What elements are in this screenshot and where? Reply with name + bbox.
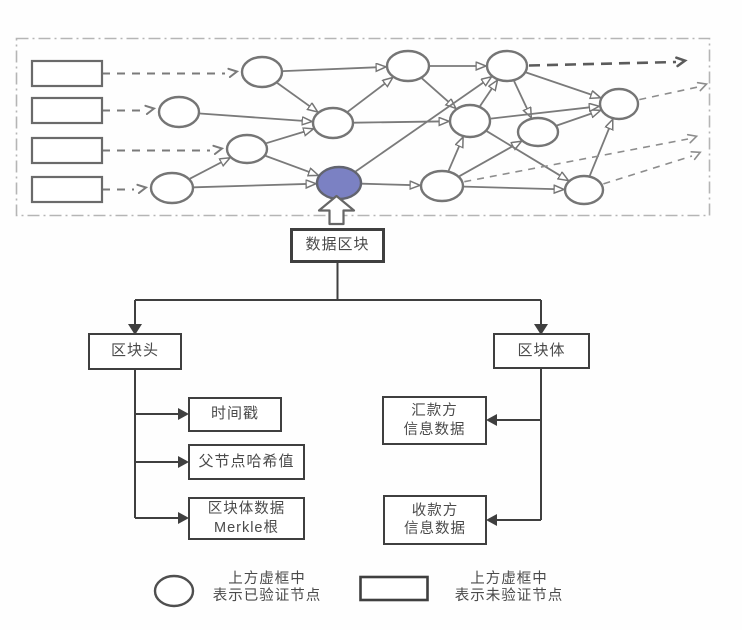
dag-node-k [419, 169, 465, 203]
sender-info-line2: 信息数据 [403, 421, 466, 438]
arrowhead-to-header [128, 324, 142, 335]
dag-edge-c-e [266, 129, 313, 145]
dag-node-f [385, 49, 431, 83]
block-header-label: 区块头 [110, 342, 159, 360]
arrowhead-to-parent-hash [178, 456, 189, 468]
dag-exit-link-j [639, 86, 699, 101]
legend-verified-text: 上方虚框中 表示已验证节点 [206, 571, 328, 604]
legend-unverified-text: 上方虚框中 表示未验证节点 [446, 571, 572, 604]
arrowhead-to-body [534, 324, 548, 335]
dag-node-l [563, 174, 605, 206]
dag-exit-arrow-k [686, 133, 699, 144]
legend-unverified-line1: 上方虚框中 [470, 571, 548, 587]
dag-exit-link-g [528, 60, 677, 67]
dag-entry-arrow-r2 [144, 104, 157, 115]
data-block-label: 数据区块 [305, 236, 370, 254]
dag-edge-b-e [199, 112, 312, 122]
block-body-label: 区块体 [517, 341, 566, 359]
dag-edge-e-h [353, 121, 449, 122]
arrowhead-to-sender [486, 414, 497, 426]
merkle-root-label-line2: Merkle根 [213, 519, 279, 536]
sender-info-line1: 汇款方 [411, 403, 458, 420]
block-up-arrow [317, 194, 356, 226]
legend-verified-ellipse [153, 574, 195, 608]
dag-edge-f-h [421, 77, 456, 108]
block-header-box: 区块头 [88, 333, 182, 370]
dag-graph [15, 37, 711, 217]
dag-node-h [448, 103, 492, 139]
tree-trunk-lines [134, 263, 542, 521]
merkle-root-label-line1: 区块体数据 [207, 501, 286, 518]
dag-node-e [311, 106, 355, 140]
dag-edge-k-i [458, 142, 521, 177]
dag-node-g [485, 49, 529, 83]
merkle-root-box: 区块体数据 Merkle根 [188, 497, 305, 540]
dag-node-i [516, 116, 560, 148]
dag-edge-h-j [490, 106, 599, 120]
parent-hash-box: 父节点哈希值 [188, 444, 305, 480]
dag-node-d [149, 171, 195, 205]
parent-hash-label: 父节点哈希值 [198, 452, 295, 470]
dag-entry-arrow-r1 [227, 67, 240, 78]
legend-verified-line2: 表示已验证节点 [212, 587, 322, 604]
dag-edge-i-j [556, 111, 600, 127]
dag-rect-node-r1 [30, 59, 104, 88]
dag-exit-link-l [603, 155, 693, 185]
dag-edge-k-l [463, 187, 564, 190]
dag-edge-p-g [355, 77, 491, 173]
dag-frame [15, 37, 711, 217]
arrowhead-to-receiver [486, 514, 497, 526]
dag-node-j [598, 87, 640, 121]
legend-verified-line1: 上方虚框中 [228, 571, 306, 587]
dag-edge-h-l [486, 130, 568, 180]
dag-edge-e-f [347, 78, 393, 113]
dag-exit-arrow-j [696, 81, 709, 92]
dag-node-a [240, 55, 284, 89]
dag-exit-arrow-l [690, 151, 702, 161]
dag-rect-node-r4 [30, 175, 104, 204]
block-body-box: 区块体 [493, 333, 590, 369]
dag-edge-h-g [479, 81, 497, 107]
dag-edge-a-f [282, 67, 386, 71]
receiver-info-line2: 信息数据 [404, 521, 466, 537]
sender-info-box: 汇款方 信息数据 [382, 396, 487, 445]
dag-node-c [225, 133, 269, 165]
data-block-box: 数据区块 [290, 228, 385, 263]
legend-unverified-rect [359, 575, 429, 602]
dag-edge-l-j [588, 120, 613, 177]
dag-edge-d-c [189, 158, 230, 180]
timestamp-label: 时间戳 [210, 405, 259, 423]
dag-node-b [157, 95, 201, 129]
dag-edge-g-i [513, 80, 531, 117]
timestamp-box: 时间戳 [188, 397, 282, 432]
receiver-info-box: 收款方 信息数据 [383, 495, 487, 545]
dag-exit-arrow-g [675, 56, 688, 68]
dag-edge-c-p [265, 155, 318, 175]
arrowhead-to-timestamp [178, 408, 189, 420]
dag-edge-k-h [447, 138, 463, 172]
receiver-info-line1: 收款方 [411, 502, 459, 519]
dag-rect-node-r2 [30, 96, 104, 125]
legend-unverified-line2: 表示未验证节点 [454, 587, 564, 604]
dag-edge-g-j [525, 71, 600, 98]
dag-edge-a-e [276, 82, 317, 112]
dag-rect-node-r3 [30, 136, 104, 165]
dag-entry-arrow-r4 [136, 183, 149, 194]
arrowhead-to-merkle [178, 512, 189, 524]
dag-edge-d-p [193, 184, 316, 188]
dag-edge-p-k [361, 184, 420, 186]
dag-entry-arrow-r3 [212, 144, 225, 155]
